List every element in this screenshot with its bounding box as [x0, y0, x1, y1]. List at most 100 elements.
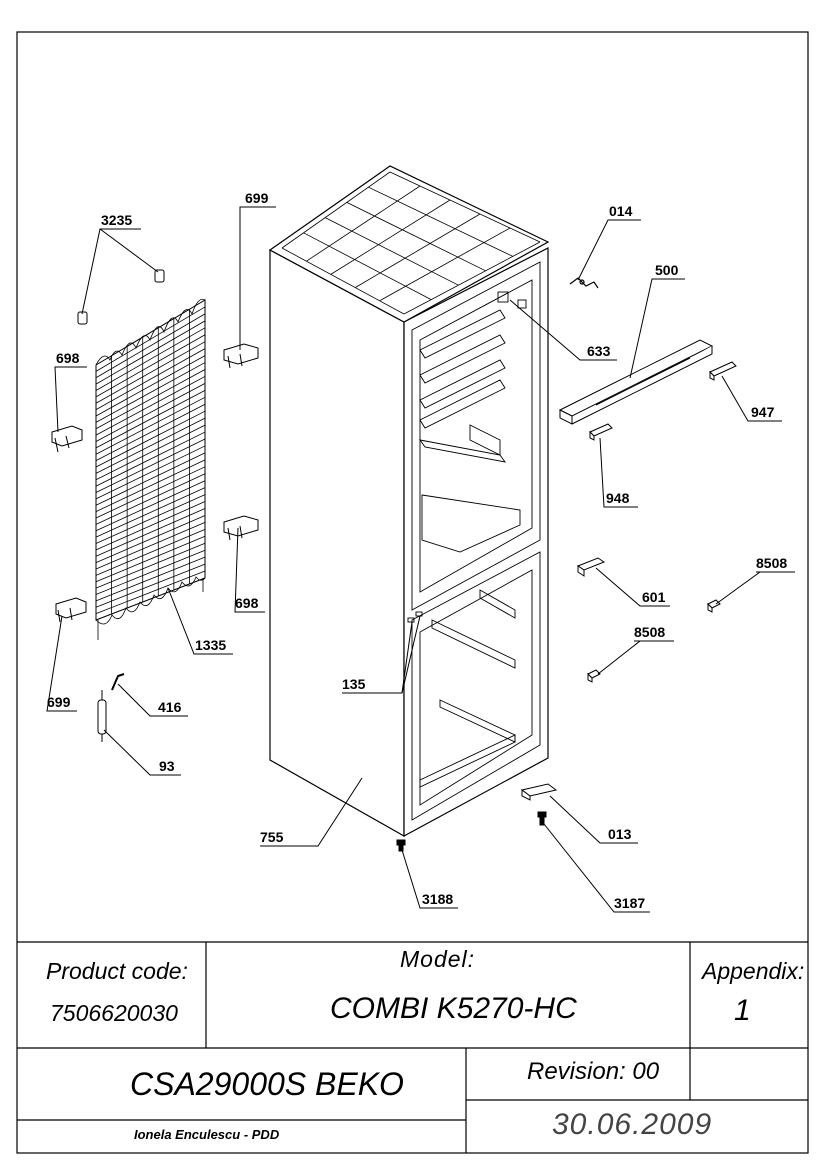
top-grid-line — [306, 185, 421, 262]
label-8508-bottom: 8508 — [634, 624, 665, 640]
bracket-699-left — [55, 597, 87, 623]
foot-3187 — [537, 811, 547, 826]
condenser-wire — [95, 320, 206, 385]
label-135: 135 — [342, 676, 366, 692]
condenser-wire — [95, 424, 206, 481]
end-cap-948 — [589, 423, 613, 441]
label-8508-top: 8508 — [756, 555, 787, 571]
condenser-wire — [95, 403, 206, 461]
top-grid-line — [303, 232, 432, 300]
sheet-border — [16, 31, 809, 1154]
condenser-wire — [95, 542, 206, 589]
label-698-left: 698 — [56, 350, 80, 366]
part-labels: 3235 699 698 698 1335 699 416 93 014 500… — [47, 190, 787, 911]
condenser-wire — [95, 389, 206, 449]
condenser-wire — [95, 515, 206, 563]
foot-3188 — [396, 839, 406, 852]
condenser-wire — [95, 410, 206, 468]
label-013: 013 — [608, 826, 632, 842]
condenser-wire — [95, 473, 206, 525]
product-name: CSA29000S BEKO — [130, 1066, 404, 1102]
label-underlines — [47, 206, 795, 913]
top-grid-line — [346, 202, 486, 272]
condenser-wire — [95, 487, 206, 538]
label-755: 755 — [260, 829, 284, 845]
condenser-wire — [95, 341, 206, 404]
top-grid-line — [403, 241, 541, 315]
top-grid-line — [368, 186, 513, 257]
label-947: 947 — [751, 404, 775, 420]
product-code-label: Product code: — [46, 958, 188, 984]
condenser-wire — [95, 535, 206, 583]
title-block-grid — [17, 941, 808, 1153]
revision-date: 30.06.2009 — [552, 1108, 713, 1141]
label-014: 014 — [609, 203, 633, 219]
appendix-value: 1 — [734, 994, 751, 1027]
condenser-wire — [95, 327, 206, 391]
condenser-wire — [95, 445, 206, 500]
label-3188: 3188 — [422, 891, 453, 907]
condenser-wire — [95, 570, 206, 614]
condenser-wire — [95, 369, 206, 430]
condenser-wire — [95, 466, 206, 519]
top-grid-line — [281, 247, 405, 315]
middle-hinge-601 — [576, 557, 606, 577]
door-stop-8508-a — [707, 599, 721, 613]
door-stop-8508-b — [587, 669, 601, 683]
condenser-wire — [95, 417, 206, 474]
top-grid-line — [330, 199, 451, 275]
cap-3235 — [77, 269, 165, 325]
condenser-wire — [95, 459, 206, 512]
label-698-right: 698 — [235, 595, 259, 611]
product-code-value: 7506620030 — [50, 1000, 178, 1026]
condenser-wire — [95, 334, 206, 398]
label-93: 93 — [159, 758, 175, 774]
condenser-wire — [95, 452, 206, 506]
condenser-wire — [95, 522, 206, 570]
condenser-wire — [95, 501, 206, 551]
top-grid-line — [281, 171, 391, 249]
condenser-wire — [95, 480, 206, 532]
appendix-label: Appendix: — [702, 958, 805, 984]
pipe-416 — [111, 673, 125, 691]
top-grid-line — [379, 227, 511, 302]
end-cap-947 — [709, 361, 737, 381]
top-cover-500 — [558, 339, 714, 425]
condenser-wire — [95, 355, 206, 417]
label-1335: 1335 — [195, 637, 226, 653]
label-699-left: 699 — [47, 694, 71, 710]
top-grid-line — [389, 171, 541, 243]
top-grid — [281, 171, 541, 315]
condenser-wire — [95, 362, 206, 423]
label-948: 948 — [606, 490, 630, 506]
condenser-wire — [95, 383, 206, 442]
condenser-wire — [95, 508, 206, 557]
author: Ionela Enculescu - PDD — [134, 1127, 280, 1142]
condenser-wire — [95, 549, 206, 595]
condenser-wire — [95, 396, 206, 455]
bottom-hinge-013 — [520, 783, 558, 801]
condenser-wire — [95, 376, 206, 436]
top-grid-line — [325, 217, 459, 286]
condenser-wire — [95, 438, 206, 493]
fridge-cabinet — [268, 165, 550, 838]
bracket-698-left — [51, 425, 83, 453]
label-699-top: 699 — [245, 190, 269, 206]
filter-drier-93 — [97, 690, 107, 742]
cable-014 — [569, 277, 599, 289]
revision: Revision: 00 — [527, 1058, 660, 1085]
condenser-wire — [95, 528, 206, 576]
bracket-698-right — [223, 515, 259, 541]
label-416: 416 — [158, 699, 182, 715]
label-601: 601 — [642, 589, 666, 605]
condenser-wire — [95, 431, 206, 487]
condenser-grille — [95, 298, 206, 640]
condenser-wire — [95, 556, 206, 602]
condenser-wire — [95, 348, 206, 410]
top-grid-line — [354, 213, 481, 288]
label-3187: 3187 — [614, 895, 645, 911]
condenser-wire — [95, 563, 206, 608]
model-label: Model: — [400, 946, 476, 972]
label-500: 500 — [655, 262, 679, 278]
